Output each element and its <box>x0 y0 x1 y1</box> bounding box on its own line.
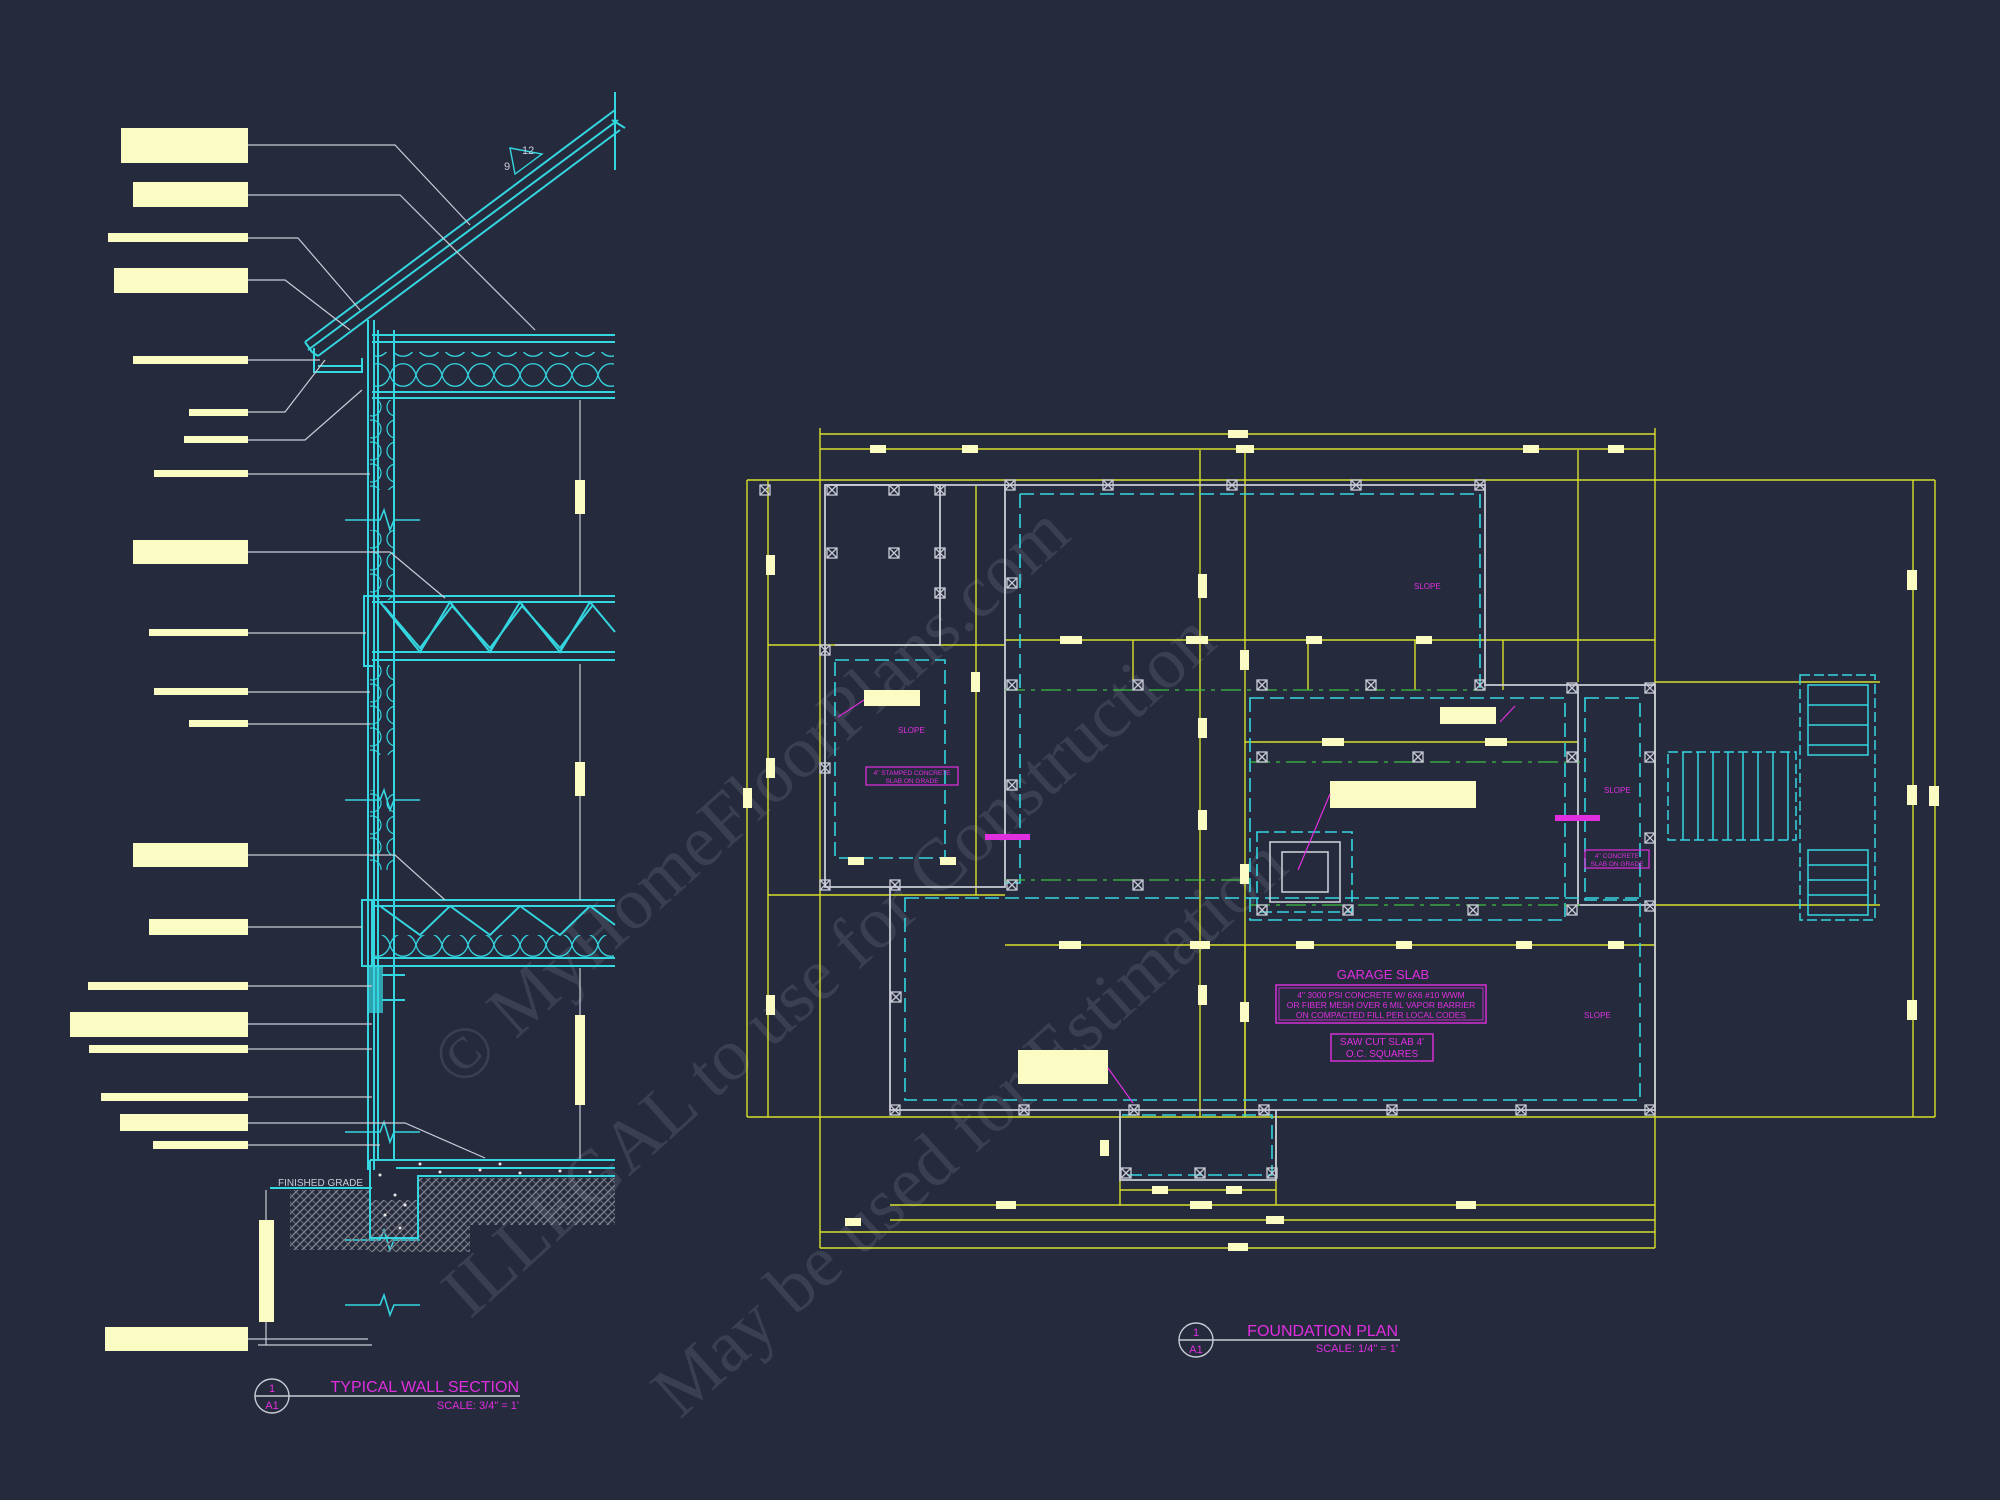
anchor-markers <box>759 479 1656 1179</box>
wall-insulation-upper <box>370 400 394 490</box>
slab-outlines <box>834 493 1641 1176</box>
dimension-tags <box>743 430 1939 1251</box>
garage-note-box-inner <box>1278 987 1484 1021</box>
garage-note-line-1: 4" 3000 PSI CONCRETE W/ 6X6 #10 WWM <box>1297 990 1464 1000</box>
soffit <box>313 348 363 373</box>
slope-rise: 9 <box>504 161 510 173</box>
garage-slab-title: GARAGE SLAB <box>1337 967 1429 982</box>
concrete-note-box <box>1584 849 1650 869</box>
saw-cut-line-1: SAW CUT SLAB 4' <box>1340 1037 1424 1048</box>
saw-cut-box <box>1330 1033 1434 1062</box>
concrete-note-line-2: SLAB ON GRADE <box>1590 861 1644 868</box>
saw-cut-line-2: O.C. SQUARES <box>1346 1049 1419 1060</box>
foundation-footing <box>270 1159 615 1252</box>
wall-callout-number: 1 <box>269 1383 275 1395</box>
garage-note-line-2: OR FIBER MESH OVER 6 MIL VAPOR BARRIER <box>1287 1000 1475 1010</box>
wall-section-callout: 1 A1 <box>254 1378 520 1414</box>
wall-section-scale: SCALE: 3/4" = 1' <box>437 1400 519 1412</box>
foundation-callout-sheet: A1 <box>1189 1344 1202 1356</box>
watermark: © MyHomeFloorPlans.com ILLEGAL to use fo… <box>417 490 1303 1433</box>
slope-label-4: SLOPE <box>1584 1011 1611 1020</box>
foundation-plan-title: FOUNDATION PLAN <box>1247 1323 1398 1340</box>
stamped-note-box <box>865 766 959 786</box>
wall-section-title: TYPICAL WALL SECTION <box>331 1379 519 1396</box>
section-markers <box>985 815 1600 840</box>
slope-label-1: SLOPE <box>1414 582 1441 591</box>
slope-label-3: SLOPE <box>1604 786 1631 795</box>
floor-truss-upper <box>372 595 616 661</box>
attic-insulation <box>374 352 614 392</box>
side-steps <box>1667 674 1876 921</box>
wall-insulation-mid-1 <box>370 530 394 600</box>
foundation-callout: 1 A1 <box>1178 1322 1400 1358</box>
rim-details <box>361 595 405 1013</box>
foundation-callout-number: 1 <box>1193 1327 1199 1339</box>
foundation-plan: SLOPE SLOPE SLOPE SLOPE 4" STAMPED CONCR… <box>743 428 1939 1358</box>
garage-note-box <box>1275 984 1487 1024</box>
typical-wall-section: 9 12 <box>70 92 626 1414</box>
stamped-note-line-1: 4" STAMPED CONCRETE <box>874 770 952 777</box>
stamped-note-line-2: SLAB ON GRADE <box>885 778 939 785</box>
wall-callout-sheet: A1 <box>265 1400 278 1412</box>
garage-note-line-3: ON COMPACTED FILL PER LOCAL CODES <box>1296 1010 1467 1020</box>
leader-lines <box>248 144 536 1340</box>
center-lines <box>1005 689 1580 906</box>
footing-dim-tag <box>259 1220 274 1322</box>
slope-label-2: SLOPE <box>898 726 925 735</box>
note-tags <box>70 128 248 1351</box>
wall-insulation-lower <box>370 790 394 870</box>
floor-insulation <box>374 935 614 959</box>
roof-rafter <box>304 92 626 357</box>
wall-insulation-mid-2 <box>370 665 394 755</box>
watermark-line-3: May be used for Estimation <box>637 822 1303 1433</box>
interior-tags <box>575 480 585 1105</box>
finished-grade-label: FINISHED GRADE <box>278 1178 363 1189</box>
note-leaders <box>837 699 1516 1104</box>
concrete-note-line-1: 4" CONCRETE <box>1595 853 1640 860</box>
foundation-plan-scale: SCALE: 1/4" = 1' <box>1316 1343 1398 1355</box>
slope-run: 12 <box>522 145 534 157</box>
